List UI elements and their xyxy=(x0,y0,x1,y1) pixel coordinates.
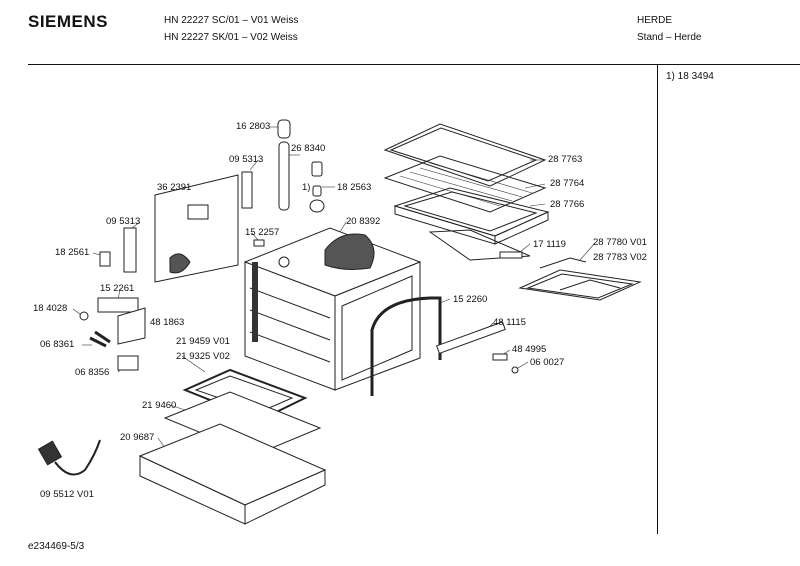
brand-logo: SIEMENS xyxy=(28,12,109,31)
handle-481115 xyxy=(436,321,506,355)
wire-rack-287764 xyxy=(383,155,547,213)
part-label: 06 0027 xyxy=(530,357,565,368)
top-heater-element xyxy=(499,251,642,301)
part-label: 20 8392 xyxy=(346,216,381,227)
part-label: 15 2260 xyxy=(453,294,488,305)
part-label: 18 4028 xyxy=(33,303,68,314)
part-label: 28 7764 xyxy=(550,178,585,189)
side-panel-362391 xyxy=(154,174,239,283)
oven-housing xyxy=(243,227,422,391)
part-label: 09 5313 xyxy=(229,154,264,165)
part-label: 16 2803 xyxy=(236,121,271,132)
connector-171119 xyxy=(499,251,523,259)
part-label: 21 9325 V02 xyxy=(176,351,230,362)
part-label: 36 2391 xyxy=(157,182,192,193)
small-parts xyxy=(79,119,519,374)
tube-162803 xyxy=(278,141,290,211)
insulation-208392 xyxy=(324,233,375,270)
part-label: 21 9459 V01 xyxy=(176,336,230,347)
part-label: 28 7763 xyxy=(548,154,583,165)
subcategory-label: Stand – Herde xyxy=(637,32,702,43)
bottom-assembly xyxy=(138,368,327,525)
part-label: 06 8361 xyxy=(40,339,75,350)
part-label: 48 1863 xyxy=(150,317,185,328)
rear-sheet xyxy=(428,229,531,261)
part-label: 21 9460 xyxy=(142,400,177,411)
footnote: 1) 18 3494 xyxy=(666,71,714,82)
header-divider xyxy=(28,64,800,65)
footnote-marker: 1) xyxy=(302,182,311,193)
part-label: 28 7766 xyxy=(550,199,585,210)
model-line-2: HN 22227 SK/01 – V02 Weiss xyxy=(164,32,298,43)
notes-divider xyxy=(657,64,658,534)
part-label: 48 1115 xyxy=(493,317,526,328)
part-label: 28 7780 V01 xyxy=(593,237,647,248)
part-label: 28 7783 V02 xyxy=(593,252,647,263)
part-label: 20 9687 xyxy=(120,432,155,443)
power-cord-095512 xyxy=(37,439,101,476)
part-label: 15 2257 xyxy=(245,227,280,238)
door-seal-152260 xyxy=(370,296,442,396)
footer-code: e234469-5/3 xyxy=(28,541,85,552)
part-label: 48 4995 xyxy=(512,344,547,355)
category-label: HERDE xyxy=(637,15,673,26)
part-label: 09 5313 xyxy=(106,216,141,227)
part-label: 18 2561 xyxy=(55,247,90,258)
oven-tray-group xyxy=(383,123,550,261)
part-label: 06 8356 xyxy=(75,367,110,378)
part-label: 09 5512 V01 xyxy=(40,489,94,500)
model-line-1: HN 22227 SC/01 – V01 Weiss xyxy=(164,15,299,26)
part-label: 26 8340 xyxy=(291,143,326,154)
part-label: 17 1119 xyxy=(533,239,566,250)
part-label: 18 2563 xyxy=(337,182,372,193)
part-label: 15 2261 xyxy=(100,283,135,294)
